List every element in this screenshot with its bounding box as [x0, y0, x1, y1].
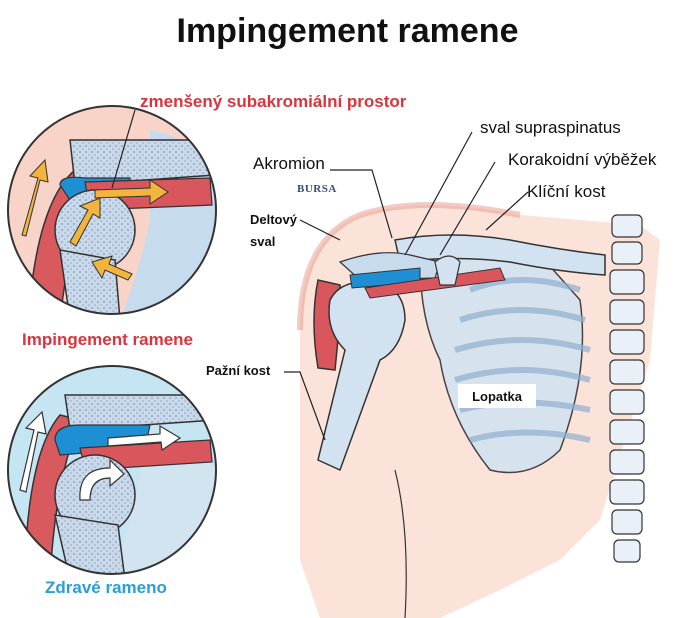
- bursa-label: BURSA: [297, 183, 337, 195]
- clavicle-label: Klíční kost: [527, 182, 606, 201]
- page-title: Impingement ramene: [176, 12, 519, 50]
- supraspinatus-label: sval supraspinatus: [480, 118, 621, 137]
- healthy-caption: Zdravé rameno: [45, 578, 167, 597]
- impingement-inset: [7, 105, 217, 315]
- coracoid-label: Korakoidní výběžek: [508, 150, 657, 169]
- scapula-label: Lopatka: [458, 384, 536, 408]
- reduced-space-label: zmenšený subakromiální prostor: [140, 92, 407, 111]
- deltoid-label-line2: sval: [250, 234, 276, 249]
- leader-lines: [111, 109, 529, 441]
- akromion-label: Akromion: [253, 154, 325, 173]
- humerus-label: Pažní kost: [206, 363, 271, 378]
- impingement-caption: Impingement ramene: [22, 330, 193, 349]
- healthy-inset: [7, 365, 217, 575]
- deltoid-label-line1: Deltový: [250, 212, 297, 227]
- shoulder-illustration: [297, 202, 660, 618]
